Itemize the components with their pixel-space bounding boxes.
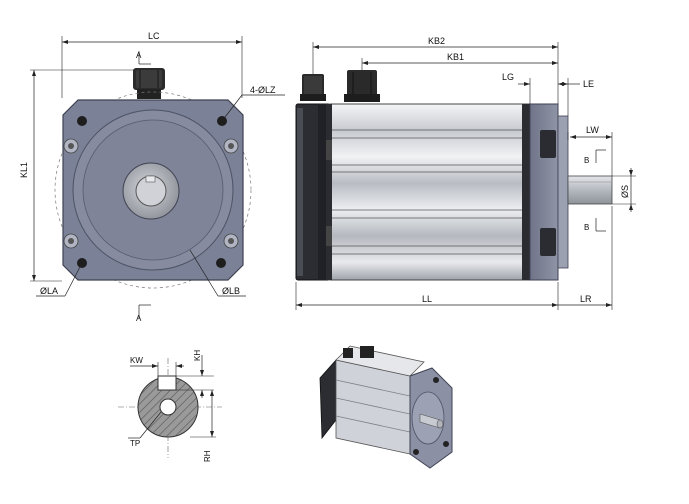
side-shaft <box>567 175 613 205</box>
label-rh: RH <box>203 450 212 462</box>
label-b-bottom: B <box>584 223 589 232</box>
label-s: ØS <box>620 185 630 198</box>
label-kl1: KL1 <box>19 162 29 178</box>
label-kh: KH <box>193 350 202 361</box>
side-connector-2 <box>344 70 380 102</box>
label-ll: LL <box>422 294 432 304</box>
front-connector <box>133 68 165 99</box>
label-a-top: A <box>136 51 142 60</box>
label-a-bottom: A <box>136 314 142 323</box>
front-hole-tl <box>77 116 87 126</box>
label-lb: ØLB <box>222 286 240 296</box>
shaft-section-view: KW KH RH TP <box>118 350 222 462</box>
key-slot <box>157 375 177 391</box>
label-lw: LW <box>586 125 599 135</box>
label-kb1: KB1 <box>447 52 464 62</box>
label-lr: LR <box>580 294 592 304</box>
label-le: LE <box>583 79 594 89</box>
tapped-hole <box>159 398 177 416</box>
side-view: KB2 KB1 LG LE LW B B ØS <box>295 36 636 310</box>
label-lc: LC <box>148 31 160 41</box>
label-lg: LG <box>502 72 514 82</box>
front-hole-br <box>216 258 226 268</box>
iso-body <box>335 359 411 455</box>
label-b-top: B <box>584 156 589 165</box>
label-kb2: KB2 <box>428 36 445 46</box>
side-connector-1 <box>300 74 326 101</box>
label-kw: KW <box>130 356 143 365</box>
front-bolt-bosses <box>63 138 239 249</box>
front-view: LC KL1 4-ØLZ ØLA ØLB A A <box>19 31 285 323</box>
isometric-view <box>319 345 453 469</box>
label-la: ØLA <box>40 286 58 296</box>
label-tp: TP <box>130 439 140 448</box>
label-lz: 4-ØLZ <box>250 85 276 95</box>
circle-la <box>54 91 252 289</box>
